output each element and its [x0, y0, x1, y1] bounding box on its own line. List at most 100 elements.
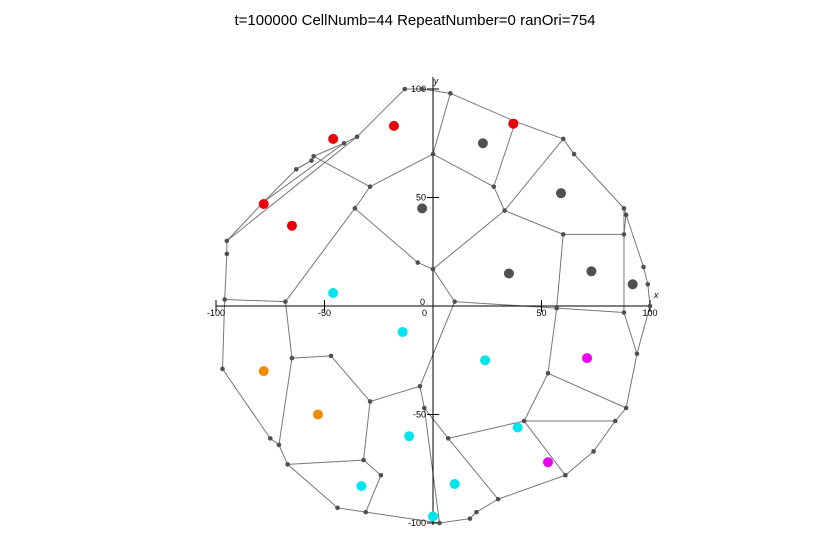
cell-vertex — [591, 449, 596, 454]
cell-vertex — [634, 351, 640, 357]
cell-vertex — [560, 136, 566, 142]
cell-edge — [556, 234, 564, 309]
cell-edge — [448, 420, 525, 439]
cell-vertex — [448, 91, 453, 96]
cell-edge — [523, 373, 549, 422]
cell-vertex — [623, 212, 629, 218]
cell-vertex — [415, 260, 421, 265]
cell-vertex — [402, 86, 408, 92]
cell-edge — [296, 160, 312, 170]
cell-centers-layer — [258, 118, 638, 522]
cell-vertex — [521, 418, 527, 424]
cell-center-gray — [417, 203, 428, 214]
cell-vertex — [417, 383, 423, 389]
cell-edge — [476, 498, 499, 513]
cell-edge — [354, 207, 419, 263]
cell-vertex — [641, 264, 646, 270]
cell-edge — [330, 355, 371, 402]
cell-edge — [432, 93, 451, 155]
cell-edge — [423, 407, 441, 524]
cell-edge — [454, 301, 557, 309]
cell-center-orange — [258, 366, 269, 377]
cell-edge — [493, 186, 506, 211]
x-tick-label: 0 — [422, 308, 427, 318]
cell-vertex — [563, 472, 568, 478]
cell-edge — [284, 301, 293, 359]
cell-edge — [573, 153, 625, 209]
cell-vertex — [341, 140, 347, 146]
cell-edge — [226, 136, 358, 242]
cell-edge — [419, 386, 425, 409]
cell-vertex — [560, 232, 566, 237]
cell-edge — [623, 312, 638, 354]
x-tick-label: -50 — [318, 308, 331, 318]
cell-vertex — [276, 442, 282, 448]
cell-vertex — [289, 355, 295, 361]
cell-vertex — [621, 232, 627, 237]
cell-edge — [369, 385, 421, 402]
cell-edge — [285, 208, 356, 302]
cell-vertex — [283, 299, 288, 304]
cell-edge — [504, 138, 564, 211]
cell-center-magenta — [582, 353, 593, 364]
cell-edge — [343, 136, 358, 144]
y-axis-label: y — [433, 76, 439, 86]
cell-vertex — [491, 184, 497, 189]
cell-edge — [547, 372, 627, 409]
cell-edge — [222, 299, 226, 369]
cell-center-gray — [477, 138, 488, 149]
chart-title: t=100000 CellNumb=44 RepeatNumber=0 ranO… — [234, 12, 596, 29]
cell-edge — [363, 459, 382, 476]
cell-edge — [291, 355, 332, 359]
cell-edge — [263, 168, 297, 203]
cell-vertex — [328, 353, 334, 359]
cell-vertex — [623, 405, 629, 411]
cell-vertex — [474, 509, 479, 515]
cell-vertex — [285, 462, 290, 467]
cell-vertex — [224, 251, 230, 257]
y-tick-label: 50 — [416, 193, 426, 203]
cell-vertex — [419, 86, 425, 92]
cell-vertex — [430, 151, 436, 157]
cell-vertex — [378, 472, 384, 478]
cell-vertex — [621, 310, 627, 315]
cell-edge — [523, 420, 566, 476]
cell-center-cyan — [397, 327, 408, 338]
cell-vertex — [502, 208, 507, 213]
cell-vertex — [222, 297, 227, 302]
cell-vertex — [220, 366, 225, 372]
cell-edge — [432, 268, 456, 302]
edges-layer — [222, 88, 651, 524]
cell-center-gray — [556, 188, 567, 199]
cell-center-gray — [627, 279, 638, 290]
cell-center-orange — [312, 409, 323, 420]
cell-edge — [432, 210, 505, 270]
cell-edge — [547, 308, 558, 374]
cell-edge — [623, 214, 627, 235]
cell-vertex — [311, 153, 316, 159]
cell-vertex — [495, 496, 501, 502]
cell-edge — [369, 153, 434, 188]
cell-vertex — [293, 166, 299, 172]
cell-vertex — [571, 151, 577, 157]
cell-center-red — [258, 199, 269, 210]
cell-edge — [354, 186, 371, 209]
cell-edge — [224, 298, 286, 303]
cell-edge — [224, 253, 228, 300]
y-tick-label: -100 — [408, 518, 426, 528]
cell-vertex — [467, 516, 473, 521]
cell-vertex — [437, 520, 442, 526]
cell-edge — [565, 451, 594, 476]
cell-vertex — [621, 206, 627, 211]
cell-edge — [313, 155, 371, 188]
cell-edge — [625, 214, 644, 268]
cell-vertex — [354, 134, 360, 140]
cell-edge — [313, 142, 345, 157]
cell-edge — [432, 153, 494, 188]
x-tick-label: -100 — [207, 308, 225, 318]
cell-vertex — [367, 184, 373, 189]
cell-vertex — [645, 282, 651, 287]
cell-edge — [337, 507, 366, 513]
cell-edge — [365, 475, 382, 513]
